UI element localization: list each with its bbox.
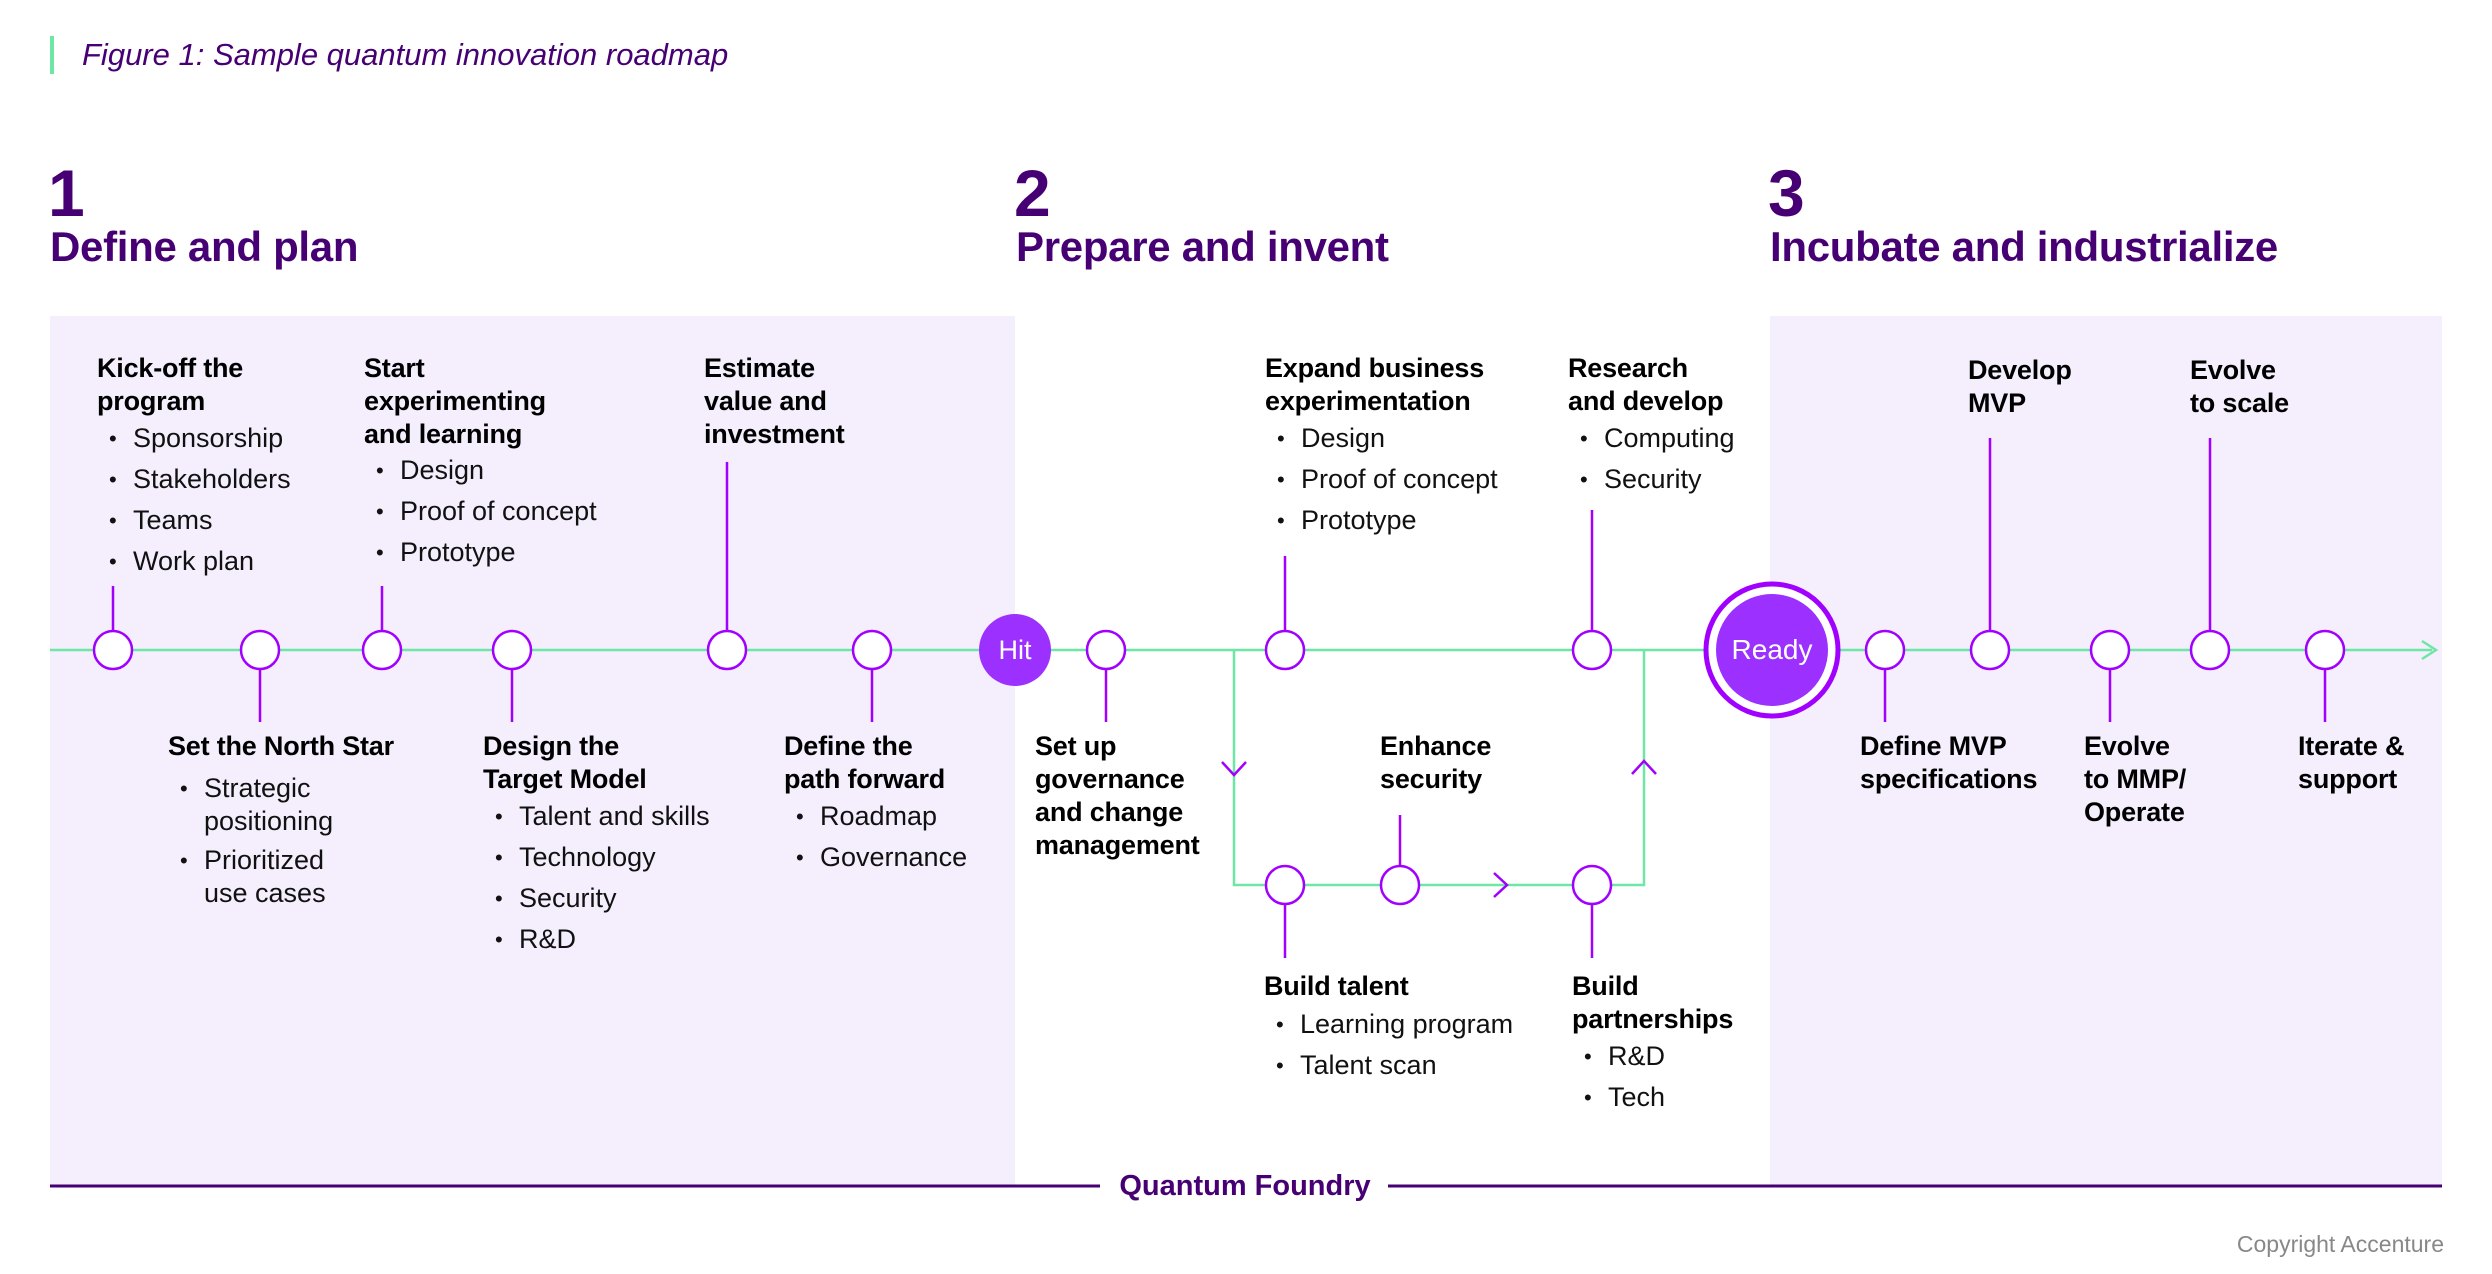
list-item: Prototype — [1265, 500, 1498, 541]
phase-3-number: 3 — [1768, 156, 1805, 230]
node-build-talent — [1264, 864, 1306, 906]
step-expand-business-bullets: Design Proof of concept Prototype — [1265, 418, 1498, 541]
node-north-star — [239, 629, 281, 671]
phase-2-title: Prepare and invent — [1016, 223, 1389, 270]
caption-accent-bar — [50, 36, 54, 74]
ready-milestone-label: Ready — [1731, 634, 1813, 665]
timeline-nodes — [92, 629, 2346, 906]
branch-down-chevron — [1221, 761, 1247, 777]
list-item: Proof of concept — [364, 491, 597, 532]
step-target-model-bullets: Talent and skills Technology Security R&… — [483, 796, 710, 960]
node-evolve-mmp — [2089, 629, 2131, 671]
node-develop-mvp — [1969, 629, 2011, 671]
phase-3-title: Incubate and industrialize — [1770, 223, 2278, 270]
node-iterate-support — [2304, 629, 2346, 671]
list-item: Prototype — [364, 532, 597, 573]
branch-up-chevron — [1631, 759, 1657, 775]
step-research-develop-bullets: Computing Security — [1568, 418, 1735, 500]
node-build-partnerships — [1571, 864, 1613, 906]
list-item: Security — [483, 878, 710, 919]
node-evolve-scale — [2189, 629, 2231, 671]
step-path-forward-bullets: Roadmap Governance — [784, 796, 967, 878]
list-item: Technology — [483, 837, 710, 878]
node-kickoff — [92, 629, 134, 671]
ready-milestone-circle — [1716, 594, 1828, 706]
list-item: Talent scan — [1264, 1045, 1513, 1086]
timeline-arrowhead — [2421, 639, 2439, 661]
list-item: Design — [364, 450, 597, 491]
list-item: R&D — [483, 919, 710, 960]
list-item: Tech — [1572, 1077, 1665, 1118]
node-define-mvp — [1864, 629, 1906, 671]
connector-stems — [111, 438, 2327, 958]
step-kickoff-bullets: Sponsorship Stakeholders Teams Work plan — [97, 418, 291, 582]
node-expand-business — [1264, 629, 1306, 671]
node-estimate-value — [706, 629, 748, 671]
list-item: Stakeholders — [97, 459, 291, 500]
phase-1-title: Define and plan — [50, 223, 359, 270]
node-research-develop — [1571, 629, 1613, 671]
list-item: Design — [1265, 418, 1498, 459]
list-item: Governance — [784, 837, 967, 878]
step-iterate-support-title: Iterate &support — [2298, 731, 2405, 794]
phase-2-number: 2 — [1014, 156, 1051, 230]
list-item: Security — [1568, 459, 1735, 500]
phase-1-number: 1 — [48, 156, 85, 230]
node-governance — [1085, 629, 1127, 671]
figure-caption: Figure 1: Sample quantum innovation road… — [82, 37, 729, 72]
list-item: Proof of concept — [1265, 459, 1498, 500]
node-target-model — [491, 629, 533, 671]
step-start-experimenting-bullets: Design Proof of concept Prototype — [364, 450, 597, 573]
branch-path — [1232, 650, 1646, 887]
step-north-star-title: Set the North Star — [168, 731, 394, 761]
node-enhance-security — [1379, 864, 1421, 906]
hit-milestone-circle — [979, 614, 1051, 686]
list-item: Roadmap — [784, 796, 967, 837]
phase-3-panel — [1770, 316, 2442, 1186]
list-item: Work plan — [97, 541, 291, 582]
list-item: Talent and skills — [483, 796, 710, 837]
step-build-talent-title: Build talent — [1264, 971, 1409, 1001]
list-item: Teams — [97, 500, 291, 541]
step-build-partnerships-bullets: R&D Tech — [1572, 1036, 1665, 1118]
copyright-notice: Copyright Accenture — [2236, 1231, 2444, 1257]
branch-right-chevron — [1493, 872, 1509, 898]
hit-milestone-label: Hit — [998, 635, 1032, 665]
list-item: Learning program — [1264, 1004, 1513, 1045]
list-item: Sponsorship — [97, 418, 291, 459]
list-item: Computing — [1568, 418, 1735, 459]
node-start-experimenting — [361, 629, 403, 671]
quantum-foundry-label: Quantum Foundry — [1119, 1170, 1371, 1202]
list-item: R&D — [1572, 1036, 1665, 1077]
step-build-talent-bullets: Learning program Talent scan — [1264, 1004, 1513, 1086]
node-path-forward — [851, 629, 893, 671]
